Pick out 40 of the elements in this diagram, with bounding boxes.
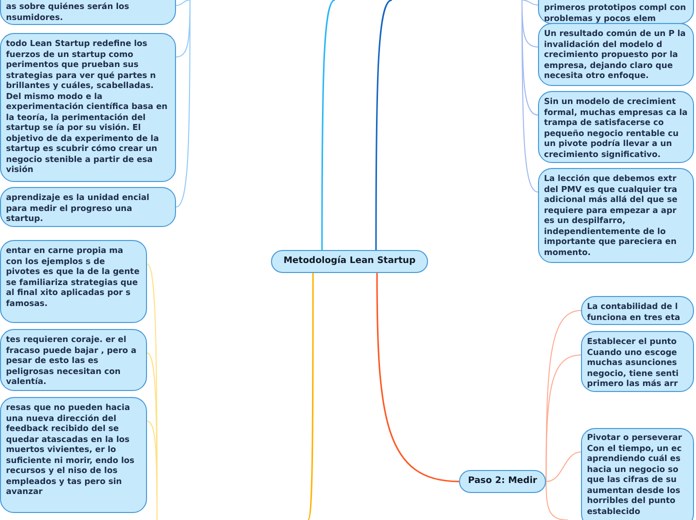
note-text: Sin un modelo de crecimient formal, muchas empresas ca la trampa de satisfacerse co pequeño negocio rentable cu un pivote podría llevar a un crecimiento significativo. — [544, 96, 688, 159]
note-box — [538, 23, 694, 86]
connector-line — [376, 273, 460, 482]
connector-line — [546, 354, 582, 482]
topic-box — [459, 470, 546, 493]
note-box — [0, 329, 147, 391]
note-text: Establecer el punto Cuando uno escoge muchas asunciones negocio, tiene senti primero las más arr — [587, 336, 680, 388]
note-box — [0, 33, 176, 182]
connector-line — [146, 420, 158, 520]
note-text: La lección que debemos extr del PMV es que cualquier tra adicional más allá del que se requiere para empezar a apr es un despilfarro, independientemente de lo importante que pareciera en momento. — [544, 173, 678, 257]
note-box — [0, 187, 176, 227]
note-text: Un resultado común de un P la invalidación del modelo d crecimiento propuesto por la empresa, dejando claro que necesita otro enfoque. — [544, 28, 687, 80]
note-text: todo Lean Startup redefine los fuerzos de un startup como perimentos que prueban sus strategias para ver qué partes n brillantes y cuáles, scabelladas. Del mismo modo e la experimentación científica basa en la teoría, la perimentación del startup se ía por su visión. El objetivo de da experimento de la startup es scubrir cómo crear un negocio stenible a partir de esa visión — [6, 38, 168, 174]
connector-line — [176, 0, 190, 208]
topic-box — [271, 250, 428, 273]
note-box — [538, 168, 694, 263]
topic-label: Metodología Lean Startup — [283, 255, 416, 268]
note-text: as sobre quiénes serán los nsumidores. — [6, 1, 130, 22]
note-text: La contabilidad de l funciona en tres eta — [587, 301, 682, 322]
note-text: Pivotar o perseverar Con el tiempo, un ec aprendiendo cuál es hacia un negocio so que las cifras de su aumentan desde los horribles del punto establecido — [587, 432, 683, 516]
connector-line — [522, 0, 538, 6]
connector-line — [176, 0, 190, 6]
connector-line — [307, 273, 314, 520]
topic-label: Paso 2: Medir — [468, 475, 538, 488]
note-text: entar en carne propia ma con los ejemplos s de pivotes es que la de la gente se familiariza strategias que al final xito aplicadas por s famosas. — [6, 245, 141, 308]
note-box — [538, 91, 694, 163]
connector-line — [546, 452, 582, 482]
connector-line — [321, 0, 336, 250]
note-box — [581, 428, 694, 520]
note-box — [0, 397, 147, 513]
note-text: aprendizaje es la unidad encial para medir el progreso una startup. — [6, 192, 150, 224]
connector-line — [522, 0, 538, 192]
connector-line — [375, 0, 392, 250]
note-box — [581, 296, 694, 325]
note-text: resas que no pueden hacia una nueva dirección del feedback recibido del se quedar atascadas en la los muertos vivientes, er lo suficiente ni morir, endo los recursos y el niso de los empleados y tas pero sin avanzar — [6, 402, 136, 496]
note-text: tes requieren coraje. er el fracaso puede bajar , pero a pesar de esto las es peligrosas necesitan con valentía. — [6, 334, 138, 386]
note-box — [581, 331, 694, 392]
note-box — [0, 240, 147, 323]
connector-line — [546, 481, 568, 520]
note-text: primeros prototipos compl con problemas y pocos elem — [544, 2, 688, 23]
